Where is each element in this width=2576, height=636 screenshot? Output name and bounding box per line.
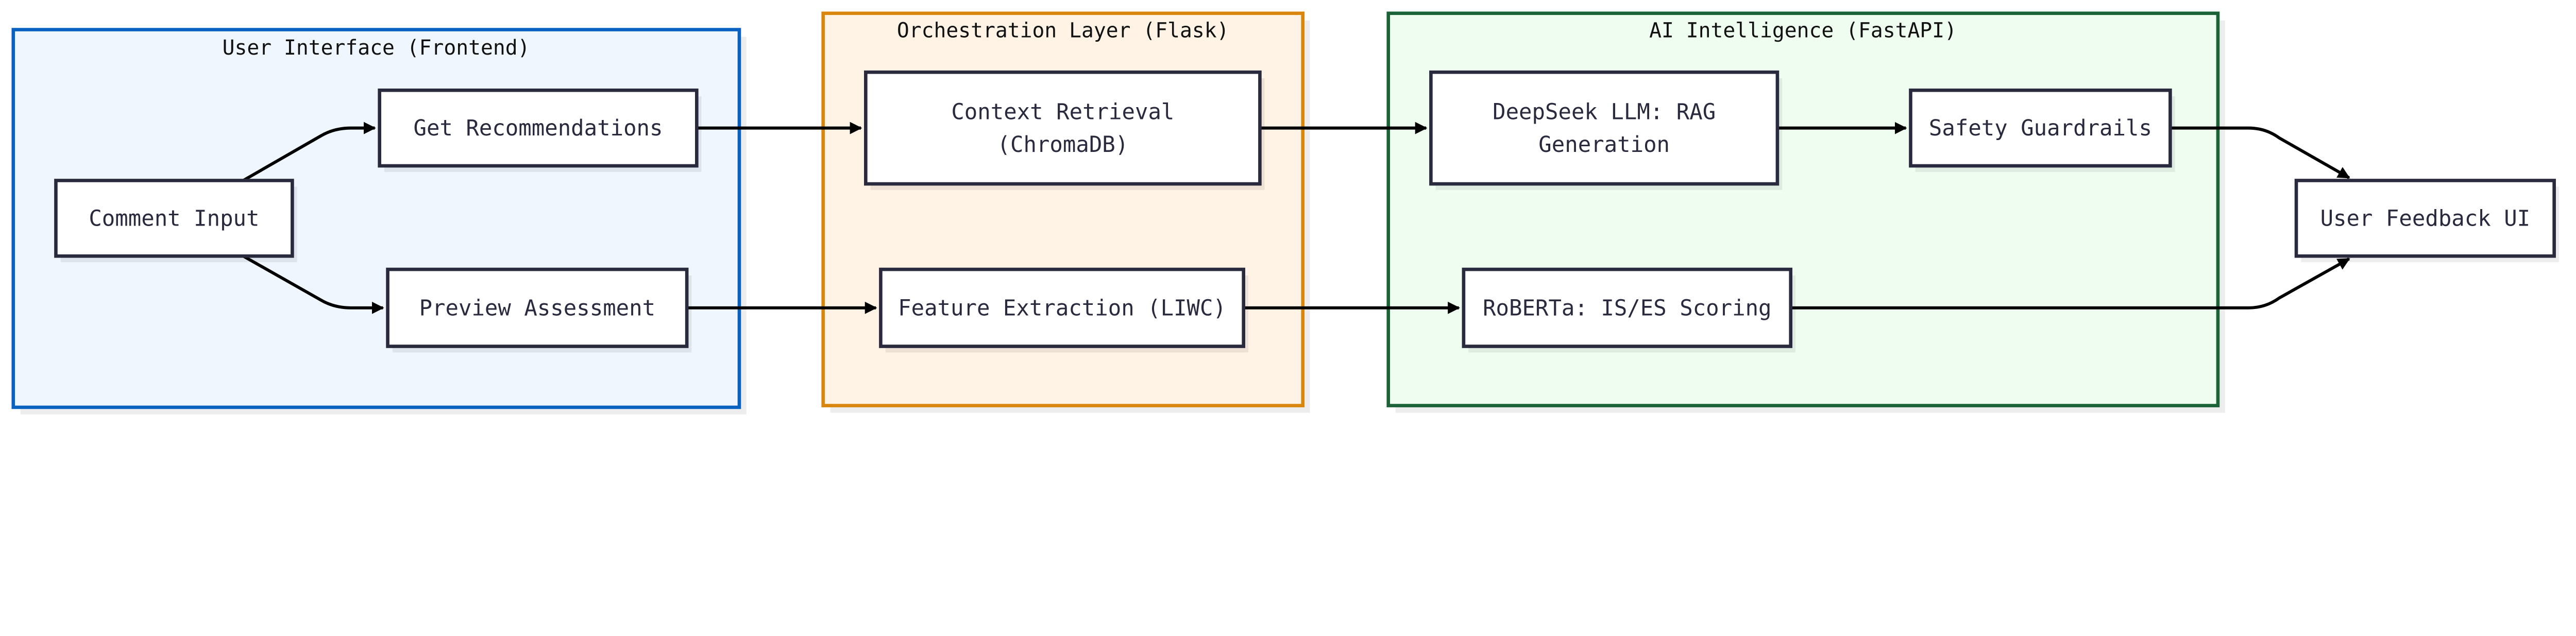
node-label: Get Recommendations xyxy=(413,115,663,141)
node-label: DeepSeek LLM: RAG xyxy=(1493,99,1716,124)
node-user-feedback: User Feedback UI xyxy=(2294,179,2559,263)
node-label: Safety Guardrails xyxy=(1929,115,2152,141)
node-context-retrieval: Context Retrieval (ChromaDB) xyxy=(864,70,1265,190)
cluster-title: User Interface (Frontend) xyxy=(223,36,530,60)
edge-roberta-to-feedback xyxy=(1790,257,2350,310)
node-feature-extraction: Feature Extraction (LIWC) xyxy=(879,267,1248,353)
node-safety-guardrails: Safety Guardrails xyxy=(1909,88,2175,172)
node-label: Generation xyxy=(1538,132,1670,157)
node-label: Preview Assessment xyxy=(419,295,656,320)
node-label: Context Retrieval xyxy=(951,99,1174,124)
node-get-recommendations: Get Recommendations xyxy=(378,88,702,172)
node-roberta: RoBERTa: IS/ES Scoring xyxy=(1462,267,1795,353)
node-label: Comment Input xyxy=(89,205,259,231)
node-comment-input: Comment Input xyxy=(54,179,297,263)
architecture-diagram: User Interface (Frontend) Orchestration … xyxy=(11,11,2559,415)
node-label: (ChromaDB) xyxy=(997,132,1129,157)
edges xyxy=(242,122,2350,314)
node-preview-assessment: Preview Assessment xyxy=(386,267,692,353)
node-label: User Feedback UI xyxy=(2320,205,2531,231)
node-label: Feature Extraction (LIWC) xyxy=(898,295,1226,320)
node-deepseek: DeepSeek LLM: RAG Generation xyxy=(1429,70,1783,190)
node-label: RoBERTa: IS/ES Scoring xyxy=(1483,295,1771,320)
cluster-title: AI Intelligence (FastAPI) xyxy=(1649,19,1957,43)
edge-safety-to-feedback xyxy=(2170,126,2350,179)
nodes: Comment Input Get RecommendationsPreview … xyxy=(54,70,2559,353)
edge-comment-to-recommendations xyxy=(242,122,376,182)
cluster-title: Orchestration Layer (Flask) xyxy=(897,19,1229,43)
edge-comment-to-preview xyxy=(242,254,384,314)
